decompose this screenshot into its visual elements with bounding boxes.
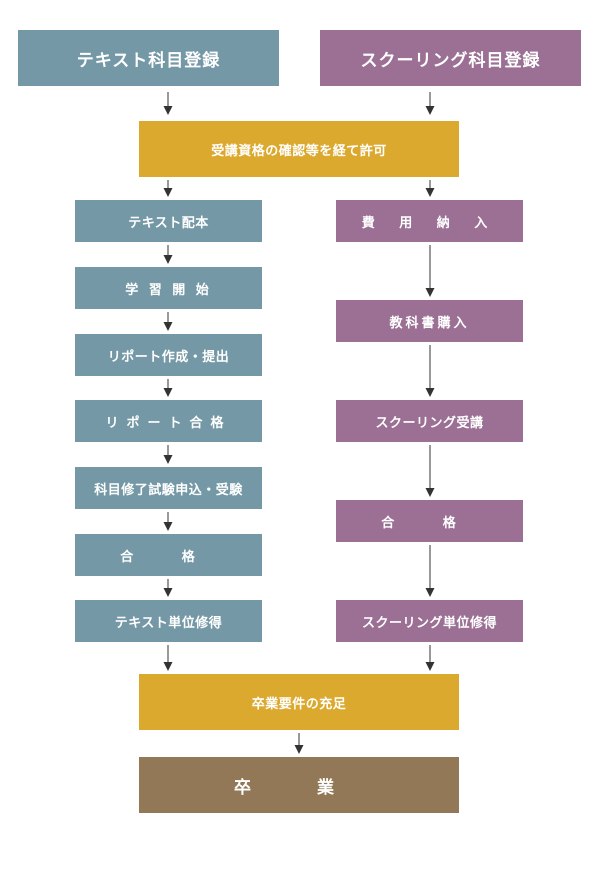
text-step-label: 合 格 bbox=[120, 549, 217, 565]
flow-arrow bbox=[425, 545, 435, 597]
graduation-box: 卒 業 bbox=[139, 757, 459, 813]
text-step-label: 学 習 開 始 bbox=[125, 282, 212, 298]
flow-arrow bbox=[163, 180, 173, 197]
schooling-step-label: 教科書購入 bbox=[389, 315, 470, 331]
text-step-credit-acquired: テキスト単位修得 bbox=[75, 600, 262, 642]
flow-arrow bbox=[425, 445, 435, 497]
schooling-step-textbook-purchase: 教科書購入 bbox=[336, 300, 523, 342]
flow-arrow bbox=[425, 245, 435, 297]
flow-arrow bbox=[425, 345, 435, 397]
flow-arrow-head bbox=[163, 662, 173, 671]
flow-arrow bbox=[163, 579, 173, 597]
flow-arrow bbox=[163, 92, 173, 115]
flow-arrow-head bbox=[425, 662, 435, 671]
schooling-step-label: スクーリング受講 bbox=[375, 415, 484, 431]
text-step-pass: 合 格 bbox=[75, 534, 262, 576]
flow-arrow bbox=[425, 92, 435, 115]
text-subject-registration-header: テキスト科目登録 bbox=[18, 30, 279, 86]
flow-arrow bbox=[163, 512, 173, 531]
schooling-step-credit-acquired: スクーリング単位修得 bbox=[336, 600, 523, 642]
text-subject-registration-label: テキスト科目登録 bbox=[76, 50, 221, 71]
schooling-step-label: スクーリング単位修得 bbox=[361, 615, 497, 631]
text-step-label: 科目修了試験申込・受験 bbox=[94, 482, 243, 498]
approval-box: 受講資格の確認等を経て許可 bbox=[139, 121, 459, 177]
text-step-label: テキスト単位修得 bbox=[114, 615, 223, 631]
flow-arrow bbox=[163, 379, 173, 397]
graduation-requirements-label: 卒業要件の充足 bbox=[251, 696, 347, 712]
text-step-label: リポート合格 bbox=[105, 415, 232, 431]
flow-arrow bbox=[294, 733, 304, 754]
text-step-study-start: 学 習 開 始 bbox=[75, 267, 262, 309]
flow-arrow-head bbox=[163, 455, 173, 464]
approval-label: 受講資格の確認等を経て許可 bbox=[211, 143, 387, 159]
flow-arrow-head bbox=[163, 588, 173, 597]
flow-arrow-head bbox=[425, 388, 435, 397]
flow-arrow-head bbox=[425, 106, 435, 115]
schooling-step-label: 合 格 bbox=[381, 515, 478, 531]
flow-arrow-head bbox=[425, 588, 435, 597]
flow-arrow bbox=[163, 245, 173, 264]
text-step-textbook-delivery: テキスト配本 bbox=[75, 200, 262, 242]
schooling-step-label: 費 用 納 入 bbox=[361, 215, 498, 231]
schooling-step-fee-payment: 費 用 納 入 bbox=[336, 200, 523, 242]
flow-arrow bbox=[163, 312, 173, 331]
flow-arrow bbox=[425, 180, 435, 197]
text-step-report-pass: リポート合格 bbox=[75, 400, 262, 442]
flow-arrow-head bbox=[163, 388, 173, 397]
flow-arrow bbox=[163, 645, 173, 671]
flow-arrow-head bbox=[163, 188, 173, 197]
flow-arrow-head bbox=[163, 322, 173, 331]
schooling-subject-registration-label: スクーリング科目登録 bbox=[360, 50, 541, 71]
text-step-label: テキスト配本 bbox=[128, 215, 209, 231]
flow-arrow-head bbox=[425, 488, 435, 497]
text-step-label: リポート作成・提出 bbox=[107, 349, 230, 365]
graduation-label: 卒 業 bbox=[234, 777, 364, 798]
flow-arrow-head bbox=[163, 255, 173, 264]
schooling-subject-registration-header: スクーリング科目登録 bbox=[320, 30, 581, 86]
flow-arrow-head bbox=[294, 745, 304, 754]
flow-arrow-head bbox=[163, 522, 173, 531]
flow-arrow-head bbox=[163, 106, 173, 115]
text-step-report-submission: リポート作成・提出 bbox=[75, 334, 262, 376]
text-step-exam-application: 科目修了試験申込・受験 bbox=[75, 467, 262, 509]
flow-arrow-head bbox=[425, 188, 435, 197]
schooling-step-pass: 合 格 bbox=[336, 500, 523, 542]
flow-arrow-head bbox=[425, 288, 435, 297]
flow-arrow bbox=[163, 445, 173, 464]
flow-arrow bbox=[425, 645, 435, 671]
graduation-requirements-box: 卒業要件の充足 bbox=[139, 674, 459, 730]
schooling-step-attend-schooling: スクーリング受講 bbox=[336, 400, 523, 442]
